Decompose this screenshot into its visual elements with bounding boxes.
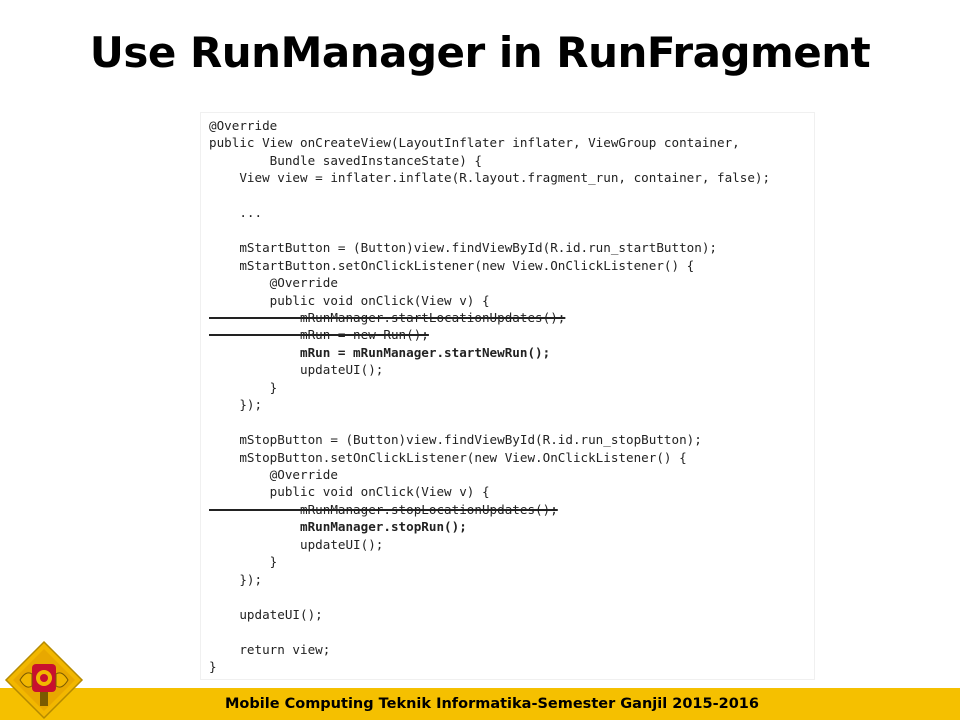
code-line: @Override [209, 275, 338, 291]
code-line: mRunManager.stopRun(); [209, 519, 467, 535]
code-line: View view = inflater.inflate(R.layout.fr… [209, 170, 771, 186]
code-line: mStopButton.setOnClickListener(new View.… [209, 449, 687, 465]
code-line: }); [209, 571, 263, 587]
code-line: mRun = mRunManager.startNewRun(); [209, 344, 551, 360]
code-line: Bundle savedInstanceState) { [209, 152, 482, 168]
code-line: mRunManager.startLocationUpdates(); [209, 309, 566, 325]
slide-title: Use RunManager in RunFragment [89, 28, 871, 77]
code-line: mStartButton = (Button)view.findViewById… [209, 240, 717, 256]
footer-bar: Mobile Computing Teknik Informatika-Seme… [0, 688, 960, 720]
footer-text: Mobile Computing Teknik Informatika-Seme… [225, 696, 759, 712]
code-line: mStartButton.setOnClickListener(new View… [209, 257, 695, 273]
university-crest-icon [4, 640, 84, 720]
code-line: updateUI(); [209, 362, 384, 378]
code-line: ... [209, 205, 263, 221]
code-line: } [209, 658, 217, 674]
code-line: public View onCreateView(LayoutInflater … [209, 135, 740, 151]
code-line: updateUI(); [209, 606, 323, 622]
code-line: mStopButton = (Button)view.findViewById(… [209, 432, 702, 448]
code-line: } [209, 379, 278, 395]
code-line: } [209, 554, 278, 570]
code-line: public void onClick(View v) { [209, 484, 490, 500]
code-line: @Override [209, 467, 338, 482]
code-line: return view; [209, 641, 331, 657]
code-line: mRunManager.stopLocationUpdates(); [209, 501, 558, 517]
code-line: mRun = new Run(); [209, 327, 429, 343]
code-line: }); [209, 397, 263, 413]
code-snippet: @Override public View onCreateView(Layout… [200, 112, 815, 680]
code-line: public void onClick(View v) { [209, 292, 490, 308]
code-line: @Override [209, 118, 278, 133]
code-line: updateUI(); [209, 536, 384, 552]
